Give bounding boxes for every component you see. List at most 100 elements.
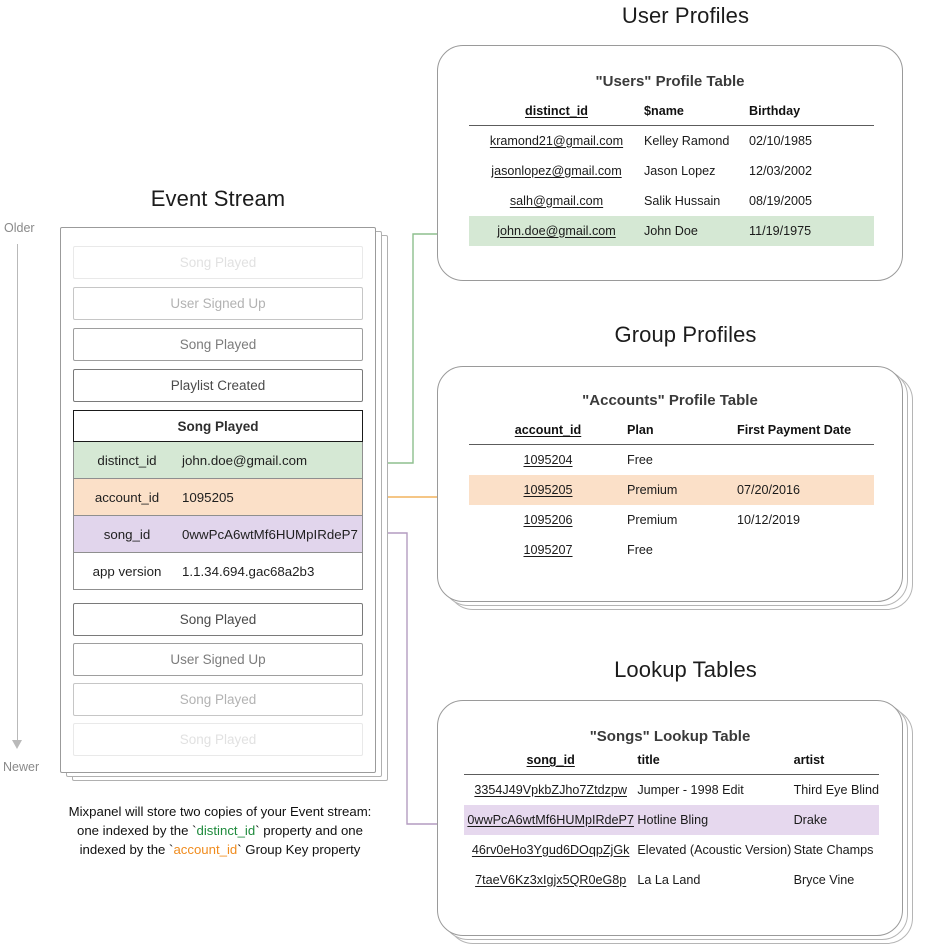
table-cell: La La Land: [637, 872, 701, 887]
event-property-row: distinct_id john.doe@gmail.com: [73, 442, 363, 479]
table-row[interactable]: 46rv0eHo3Ygud6DOqpZjGk Elevated (Acoustic…: [464, 835, 879, 865]
table-cell: 07/20/2016: [737, 474, 874, 505]
table-cell: Free: [627, 542, 653, 557]
table-cell: Jason Lopez: [644, 163, 716, 178]
event-property-value: 1095205: [182, 489, 234, 505]
caption-line-2a: one indexed by the `: [77, 823, 197, 838]
column-header: account_id: [514, 423, 582, 437]
key-value: kramond21@gmail.com: [489, 133, 624, 148]
key-value: jasonlopez@gmail.com: [491, 163, 622, 178]
table-cell: Premium: [627, 512, 678, 527]
key-value: 0wwPcA6wtMf6HUMpIRdeP7: [467, 812, 634, 827]
timeline-older-label: Older: [4, 221, 35, 235]
table-cell: Drake: [793, 804, 879, 835]
event-row[interactable]: User Signed Up: [73, 643, 363, 676]
expanded-event-card[interactable]: Song Played distinct_id john.doe@gmail.co…: [73, 410, 363, 590]
table-cell: kramond21@gmail.com: [469, 126, 644, 156]
caption-line-2b: ` property and one: [255, 823, 363, 838]
key-value: john.doe@gmail.com: [497, 223, 616, 238]
event-property-row: account_id 1095205: [73, 479, 363, 516]
event-row[interactable]: Song Played: [73, 683, 363, 716]
table-cell: 3354J49VpkbZJho7Ztdzpw: [464, 775, 637, 805]
caption-token-distinct-id: distinct_id: [196, 823, 256, 838]
table-cell: 1095205: [469, 474, 627, 505]
table-row[interactable]: salh@gmail.com Salik Hussain 08/19/2005: [469, 186, 874, 216]
event-row[interactable]: Song Played: [73, 723, 363, 756]
column-header: $name: [644, 104, 684, 118]
table-cell: 0wwPcA6wtMf6HUMpIRdeP7: [464, 804, 638, 835]
table-cell: 1095206: [469, 505, 627, 535]
event-property-key: distinct_id: [97, 452, 157, 468]
event-property-value: 1.1.34.694.gac68a2b3: [182, 563, 315, 579]
table-row[interactable]: jasonlopez@gmail.com Jason Lopez 12/03/200…: [469, 156, 874, 186]
caption-line-3b: ` Group Key property: [237, 842, 361, 857]
caption-line-3a: indexed by the `: [79, 842, 174, 857]
table-cell: 12/03/2002: [749, 163, 813, 178]
column-header: title: [637, 753, 660, 767]
table-cell: Hotline Bling: [637, 804, 794, 835]
group-profiles-title: Group Profiles: [614, 322, 757, 347]
event-property-value: john.doe@gmail.com: [182, 452, 308, 468]
table-cell: John Doe: [644, 215, 749, 246]
table-cell: 7taeV6Kz3xIgjx5QR0eG8p: [464, 865, 637, 895]
key-value: 1095206: [523, 512, 573, 527]
key-value: 3354J49VpkbZJho7Ztdzpw: [474, 782, 627, 797]
event-row[interactable]: Song Played: [73, 246, 363, 279]
column-header: Plan: [627, 423, 654, 437]
event-card-header: Song Played: [73, 410, 363, 442]
users-table: distinct_id $name Birthday kramond21@gmail.…: [469, 104, 874, 246]
event-row[interactable]: Playlist Created: [73, 369, 363, 402]
column-header: distinct_id: [525, 104, 588, 118]
key-value: 1095205: [523, 482, 573, 497]
event-property-key: app version: [92, 563, 162, 579]
table-cell: [737, 535, 874, 565]
caption-token-account-id: account_id: [173, 842, 238, 857]
table-cell: Premium: [627, 474, 737, 505]
timeline-newer-label: Newer: [3, 760, 40, 774]
key-value: salh@gmail.com: [509, 193, 604, 208]
table-cell: 1095204: [469, 445, 627, 475]
column-header: Birthday: [749, 104, 801, 118]
table-cell: 46rv0eHo3Ygud6DOqpZjGk: [464, 835, 637, 865]
column-header: First Payment Date: [737, 423, 852, 437]
event-row[interactable]: Song Played: [73, 603, 363, 636]
table-cell: 02/10/1985: [749, 133, 813, 148]
table-cell: Bryce Vine: [793, 872, 855, 887]
table-cell: [737, 445, 874, 475]
caption-line-1: Mixpanel will store two copies of your E…: [68, 804, 372, 819]
event-row[interactable]: Song Played: [73, 328, 363, 361]
table-cell: 11/19/1975: [749, 215, 874, 246]
event-property-key: account_id: [94, 489, 160, 505]
table-cell: salh@gmail.com: [469, 186, 644, 216]
table-cell: 10/12/2019: [737, 512, 801, 527]
songs-table-title: "Songs" Lookup Table: [589, 728, 751, 745]
event-row[interactable]: User Signed Up: [73, 287, 363, 320]
event-property-value: 0wwPcA6wtMf6HUMpIRdeP7: [182, 526, 358, 542]
event-property-row: song_id 0wwPcA6wtMf6HUMpIRdeP7: [73, 516, 363, 553]
table-cell: Salik Hussain: [644, 193, 721, 208]
table-row[interactable]: 1095206 Premium 10/12/2019: [469, 505, 874, 535]
accounts-table-title: "Accounts" Profile Table: [582, 392, 758, 409]
table-cell: 08/19/2005: [749, 193, 813, 208]
event-card-properties: distinct_id john.doe@gmail.com account_id 1…: [73, 442, 363, 590]
key-value: 46rv0eHo3Ygud6DOqpZjGk: [471, 842, 630, 857]
timeline-arrow-icon: [12, 740, 22, 749]
column-header: artist: [793, 753, 825, 767]
table-cell: Free: [627, 452, 653, 467]
event-property-key: song_id: [103, 526, 151, 542]
table-cell: Elevated (Acoustic Version): [637, 842, 792, 857]
table-cell: Third Eye Blind: [793, 782, 879, 797]
